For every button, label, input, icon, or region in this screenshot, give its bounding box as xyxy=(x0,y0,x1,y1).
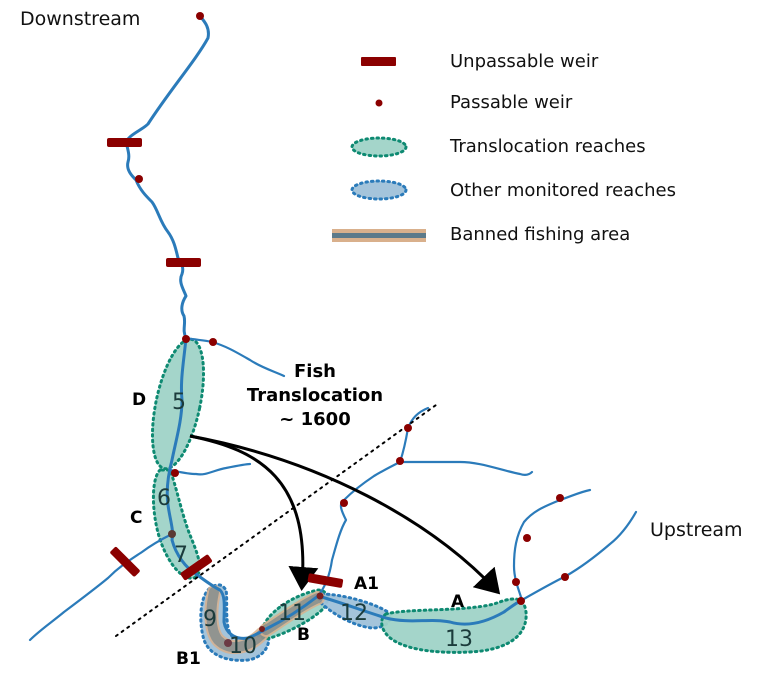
reach-numbers: 5 6 7 9 10 11 12 13 xyxy=(157,390,473,659)
reach-number: 7 xyxy=(174,543,188,568)
passable-weir-icon xyxy=(171,469,179,477)
reach-13-shape xyxy=(380,597,528,654)
passable-weir-icon xyxy=(561,573,569,581)
upstream-label: Upstream xyxy=(650,519,743,541)
dotted-boundary-line xyxy=(115,404,437,637)
reach-6-7-shape xyxy=(152,468,202,580)
legend-label: Banned fishing area xyxy=(450,224,630,245)
site-label-B: B xyxy=(297,625,310,645)
unpassable-weir-icon xyxy=(361,57,396,66)
reach-number: 10 xyxy=(229,634,257,659)
passable-weir-icon xyxy=(404,424,412,432)
downstream-label: Downstream xyxy=(20,8,140,30)
banned-fishing-icon xyxy=(332,229,426,242)
passable-weir-icon xyxy=(168,530,176,538)
legend-label: Unpassable weir xyxy=(450,51,599,72)
arrow-to-A xyxy=(189,434,501,595)
site-label-D: D xyxy=(132,390,146,410)
legend-label: Passable weir xyxy=(450,92,573,113)
passable-weir-icon xyxy=(316,592,324,600)
passable-weir-icon xyxy=(259,626,265,632)
translocation-arrows xyxy=(189,434,501,595)
other-reach-icon xyxy=(350,179,408,201)
passable-weir-icon xyxy=(209,338,217,346)
passable-weir-icon xyxy=(196,12,204,20)
site-labels: D C B1 B A1 A xyxy=(130,390,465,669)
site-label-B1: B1 xyxy=(176,649,201,669)
reach-number: 13 xyxy=(445,627,473,652)
unpassable-weir-icon xyxy=(110,546,140,577)
passable-weir-icon xyxy=(512,578,520,586)
passable-weir-icon xyxy=(375,99,383,107)
legend-label: Other monitored reaches xyxy=(450,180,676,201)
unpassable-weir-icon xyxy=(166,258,201,267)
translocation-title-line1: Fish xyxy=(294,361,336,382)
reach-shapes xyxy=(150,337,528,662)
passable-weir-icon xyxy=(224,639,232,647)
translocation-reach-icon xyxy=(350,136,408,158)
translocation-title-line2: Translocation xyxy=(247,385,383,406)
passable-weir-icon xyxy=(556,494,564,502)
passable-weir-icon xyxy=(182,335,190,343)
reach-number: 11 xyxy=(278,601,306,626)
unpassable-weir-icon xyxy=(307,573,344,588)
legend: Unpassable weir Passable weir Translocat… xyxy=(332,51,676,245)
main-river xyxy=(124,14,210,340)
passable-weir-icon xyxy=(517,597,525,605)
passable-weir-icon xyxy=(340,499,348,507)
unpassable-weirs xyxy=(107,138,344,588)
reach-number: 9 xyxy=(203,607,217,632)
legend-label: Translocation reaches xyxy=(449,136,646,157)
site-label-C: C xyxy=(130,508,142,528)
site-label-A: A xyxy=(451,592,465,612)
passable-weir-icon xyxy=(135,175,143,183)
passable-weirs xyxy=(135,12,569,647)
unpassable-weir-icon xyxy=(107,138,142,147)
reach-number: 6 xyxy=(157,486,171,511)
translocation-title: Fish Translocation ~ 1600 xyxy=(247,361,383,430)
translocation-title-line3: ~ 1600 xyxy=(279,409,350,430)
passable-weir-icon xyxy=(523,534,531,542)
site-label-A1: A1 xyxy=(354,574,379,594)
unpassable-weir-icon xyxy=(180,554,213,581)
reach-number: 12 xyxy=(340,601,368,626)
passable-weir-icon xyxy=(396,457,404,465)
reach-number: 5 xyxy=(172,390,186,415)
